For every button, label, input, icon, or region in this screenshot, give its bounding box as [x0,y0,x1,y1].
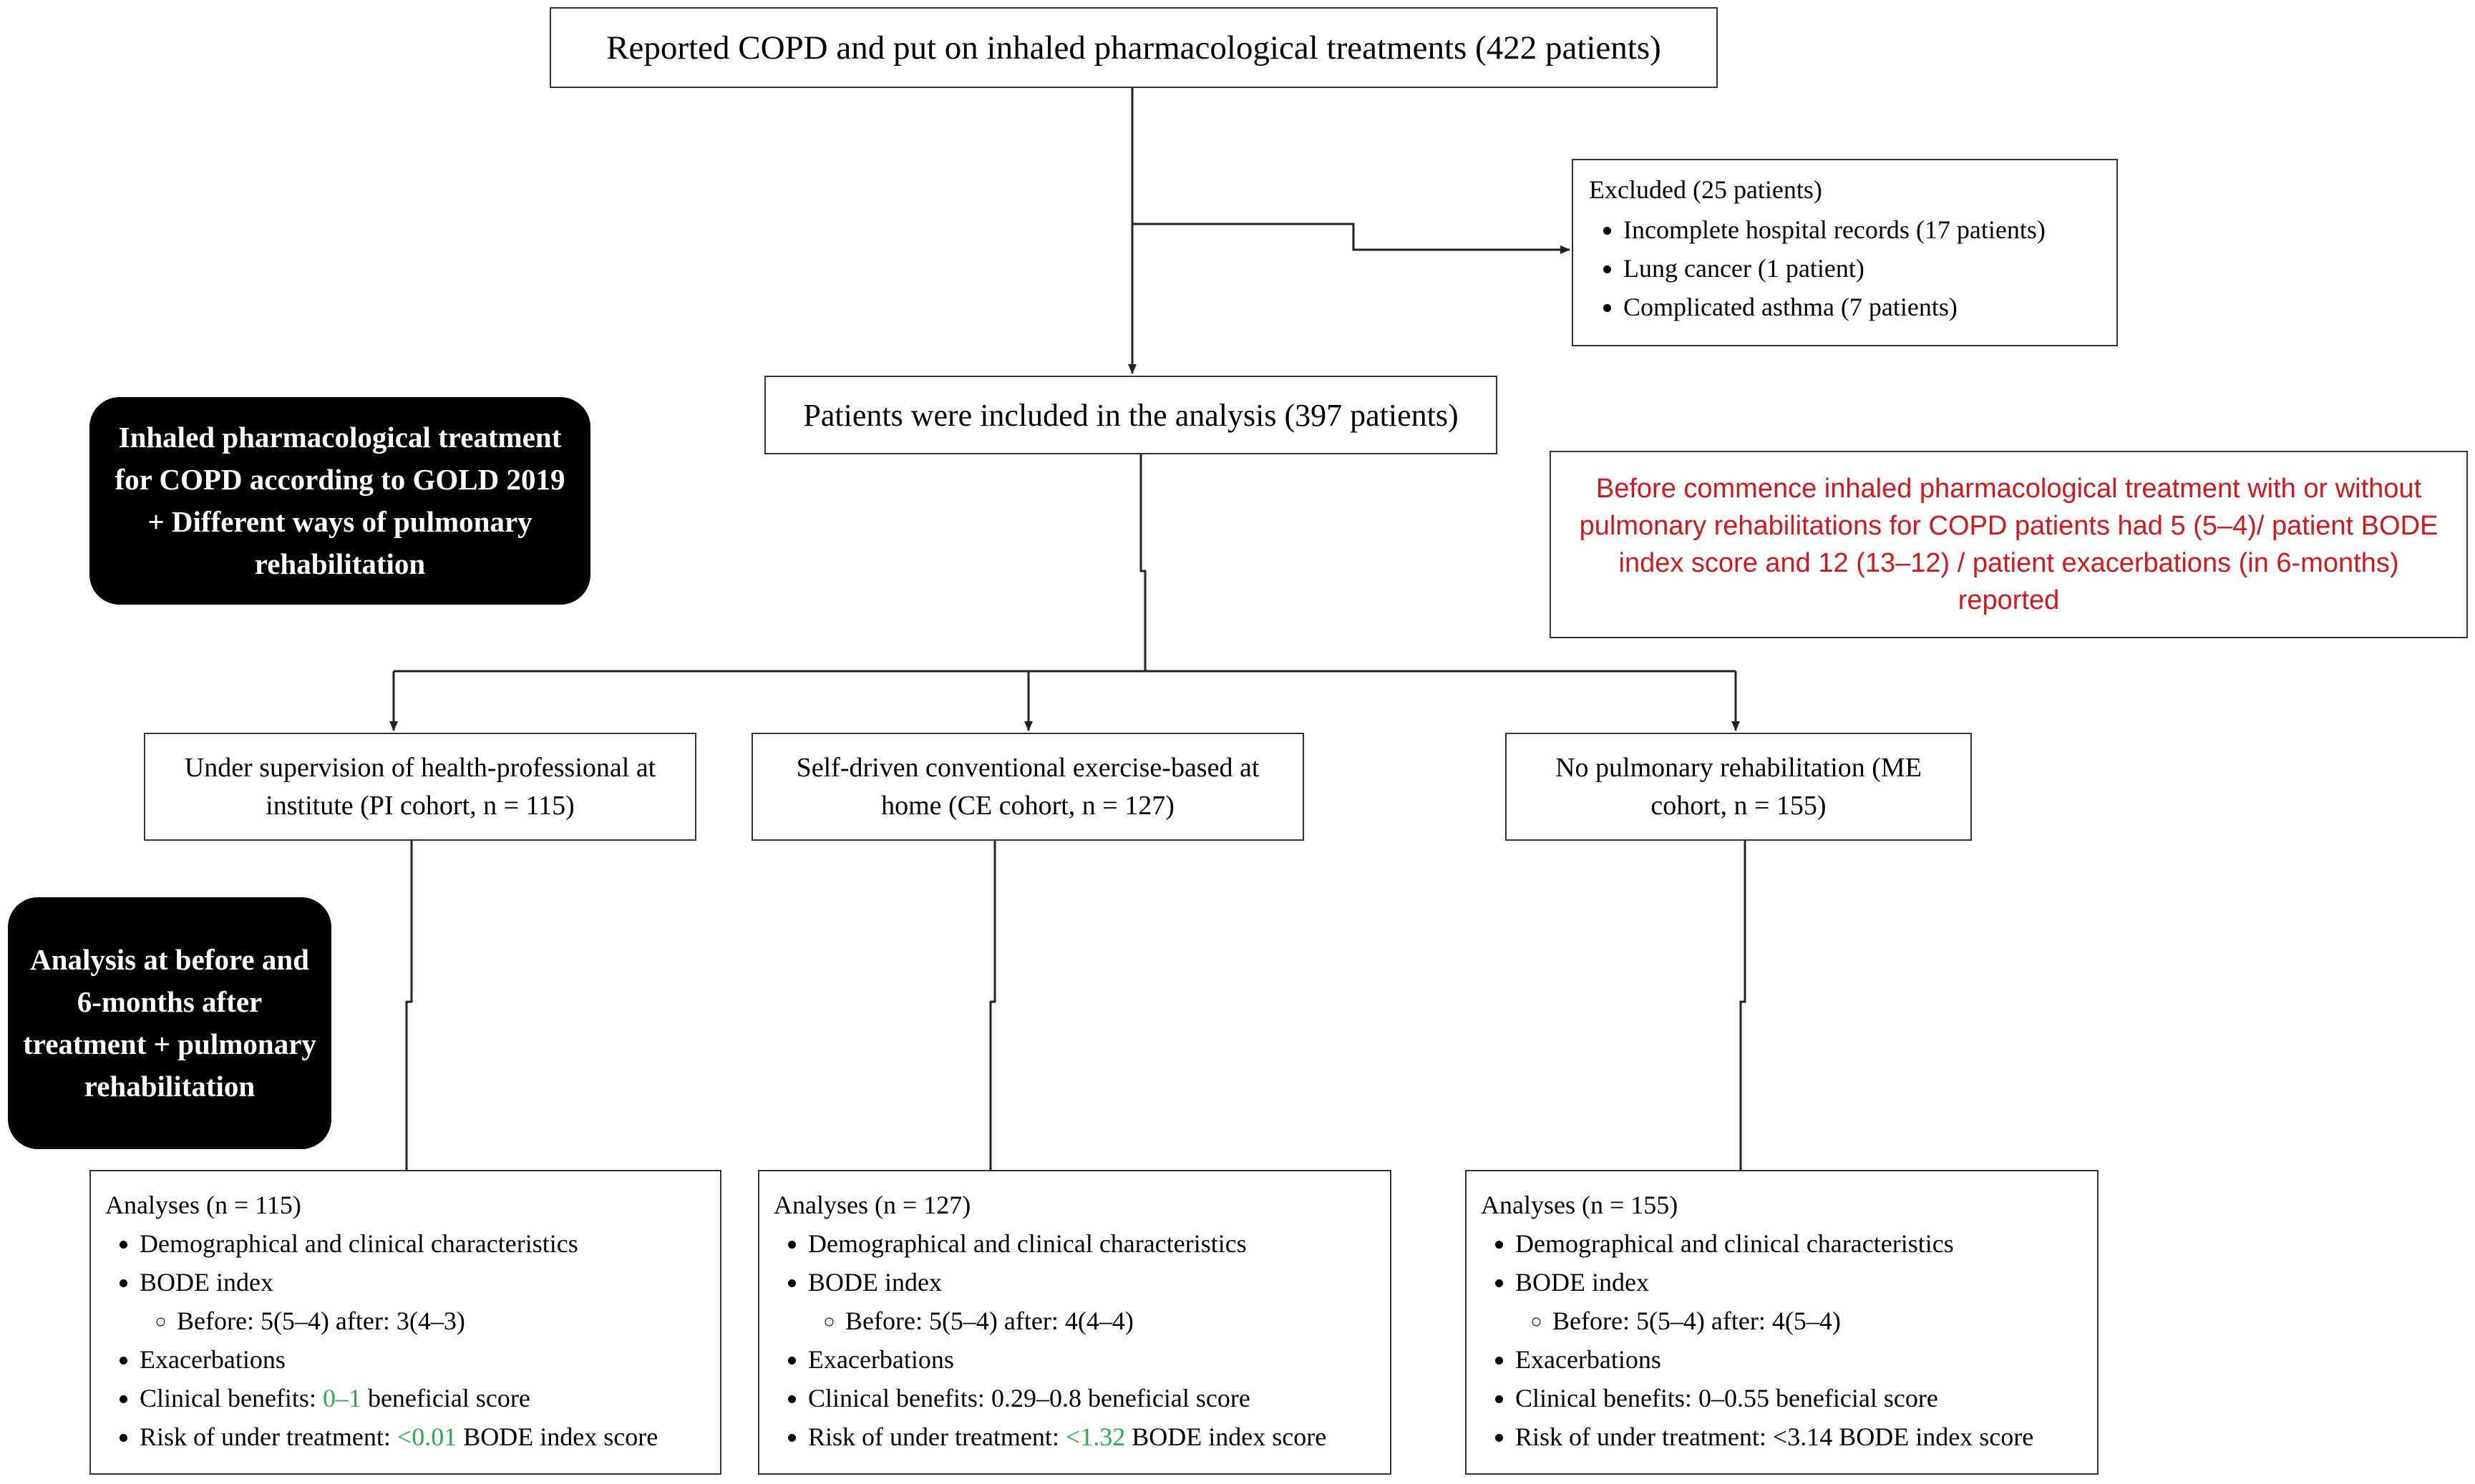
benefit-value: 0–1 [322,1384,361,1412]
connector-ce-to-analysis [989,841,996,1170]
connector-pi-to-analysis [405,841,413,1170]
analysis-list: Demographical and clinical characteristi… [774,1224,1376,1456]
analysis-me-box: Analyses (n = 155) Demographical and cli… [1465,1170,2099,1475]
cohort-ce-box: Self-driven conventional exercise-based … [752,733,1304,841]
bode-sublist: Before: 5(5–4) after: 3(4–3) [140,1302,706,1340]
bode-values: Before: 5(5–4) after: 4(4–4) [845,1302,1376,1340]
analysis-title: Analyses (n = 115) [105,1191,301,1219]
cohort-me-text: No pulmonary rehabilitation (ME cohort, … [1555,752,1922,821]
baseline-note-text: Before commence inhaled pharmacological … [1579,474,2438,615]
cohort-pi-text: Under supervision of health-professional… [184,752,656,821]
excluded-box: Excluded (25 patients) Incomplete hospit… [1572,159,2118,346]
analysis-item-risk: Risk of under treatment: <0.01 BODE inde… [140,1417,706,1456]
analysis-timing-label: Analysis at before and 6-months after tr… [8,897,331,1149]
risk-suffix: BODE index score [457,1422,658,1451]
bode-sublist: Before: 5(5–4) after: 4(4–4) [808,1302,1376,1340]
risk-value: <1.32 [1065,1422,1126,1451]
treatment-label-text: Inhaled pharmacological treatment for CO… [115,421,565,580]
risk-suffix: BODE index score [1125,1422,1327,1451]
excluded-item: Incomplete hospital records (17 patients… [1623,210,2101,249]
reported-copd-text: Reported COPD and put on inhaled pharmac… [606,29,1661,67]
bode-label: BODE index [140,1268,273,1297]
analysis-item-demographics: Demographical and clinical characteristi… [1515,1224,2083,1263]
analysis-item-exacerbations: Exacerbations [140,1340,706,1379]
excluded-list: Incomplete hospital records (17 patients… [1589,210,2101,326]
analysis-item-benefits: Clinical benefits: 0.29–0.8 beneficial s… [808,1379,1376,1417]
analysis-item-benefits: Clinical benefits: 0–0.55 beneficial sco… [1515,1379,2083,1417]
risk-prefix: Risk of under treatment: [1515,1422,1773,1451]
analysis-item-exacerbations: Exacerbations [1515,1340,2083,1379]
analysis-item-bode: BODE index Before: 5(5–4) after: 4(5–4) [1515,1263,2083,1340]
benefit-prefix: Clinical benefits: [140,1384,323,1412]
risk-value: <3.14 [1772,1422,1833,1451]
reported-copd-box: Reported COPD and put on inhaled pharmac… [550,7,1718,88]
connector-me-to-analysis [1739,841,1746,1170]
excluded-item: Lung cancer (1 patient) [1623,249,2101,288]
analysis-item-risk: Risk of under treatment: <1.32 BODE inde… [808,1417,1376,1456]
benefit-prefix: Clinical benefits: [1515,1384,1698,1412]
benefit-suffix: beneficial score [1081,1384,1250,1412]
analysis-title: Analyses (n = 127) [774,1191,971,1219]
benefit-prefix: Clinical benefits: [808,1384,991,1412]
bode-sublist: Before: 5(5–4) after: 4(5–4) [1515,1302,2083,1340]
benefit-value: 0.29–0.8 [991,1384,1081,1412]
connector-included-to-branch [1139,454,1147,671]
analysis-item-exacerbations: Exacerbations [808,1340,1376,1379]
analysis-item-bode: BODE index Before: 5(5–4) after: 3(4–3) [140,1263,706,1340]
analysis-pi-box: Analyses (n = 115) Demographical and cli… [89,1170,721,1475]
analysis-item-bode: BODE index Before: 5(5–4) after: 4(4–4) [808,1263,1376,1340]
benefit-suffix: beneficial score [1769,1384,1938,1412]
excluded-title: Excluded (25 patients) [1589,175,1822,204]
cohort-pi-box: Under supervision of health-professional… [144,733,696,841]
cohort-ce-text: Self-driven conventional exercise-based … [796,752,1260,821]
analysis-timing-label-text: Analysis at before and 6-months after tr… [23,943,316,1103]
benefit-value: 0–0.55 [1698,1384,1769,1412]
bode-values: Before: 5(5–4) after: 3(4–3) [177,1302,706,1340]
risk-prefix: Risk of under treatment: [808,1422,1066,1451]
analysis-item-demographics: Demographical and clinical characteristi… [140,1224,706,1263]
bode-values: Before: 5(5–4) after: 4(5–4) [1552,1302,2083,1340]
benefit-suffix: beneficial score [361,1384,530,1412]
analysis-list: Demographical and clinical characteristi… [1481,1224,2083,1456]
analysis-title: Analyses (n = 155) [1481,1191,1678,1219]
analysis-item-risk: Risk of under treatment: <3.14 BODE inde… [1515,1417,2083,1456]
cohort-me-box: No pulmonary rehabilitation (ME cohort, … [1505,733,1972,841]
included-box: Patients were included in the analysis (… [764,376,1497,454]
risk-value: <0.01 [397,1422,457,1451]
analysis-list: Demographical and clinical characteristi… [105,1224,706,1456]
included-text: Patients were included in the analysis (… [803,397,1459,433]
treatment-label: Inhaled pharmacological treatment for CO… [89,397,590,605]
risk-prefix: Risk of under treatment: [140,1422,397,1451]
excluded-item: Complicated asthma (7 patients) [1623,288,2101,326]
analysis-item-benefits: Clinical benefits: 0–1 beneficial score [140,1379,706,1417]
analysis-item-demographics: Demographical and clinical characteristi… [808,1224,1376,1263]
analysis-ce-box: Analyses (n = 127) Demographical and cli… [758,1170,1391,1475]
baseline-note-box: Before commence inhaled pharmacological … [1550,451,2468,638]
bode-label: BODE index [808,1268,942,1297]
risk-suffix: BODE index score [1832,1422,2034,1451]
bode-label: BODE index [1515,1268,1649,1297]
arrow-to-excluded [1132,223,1570,254]
